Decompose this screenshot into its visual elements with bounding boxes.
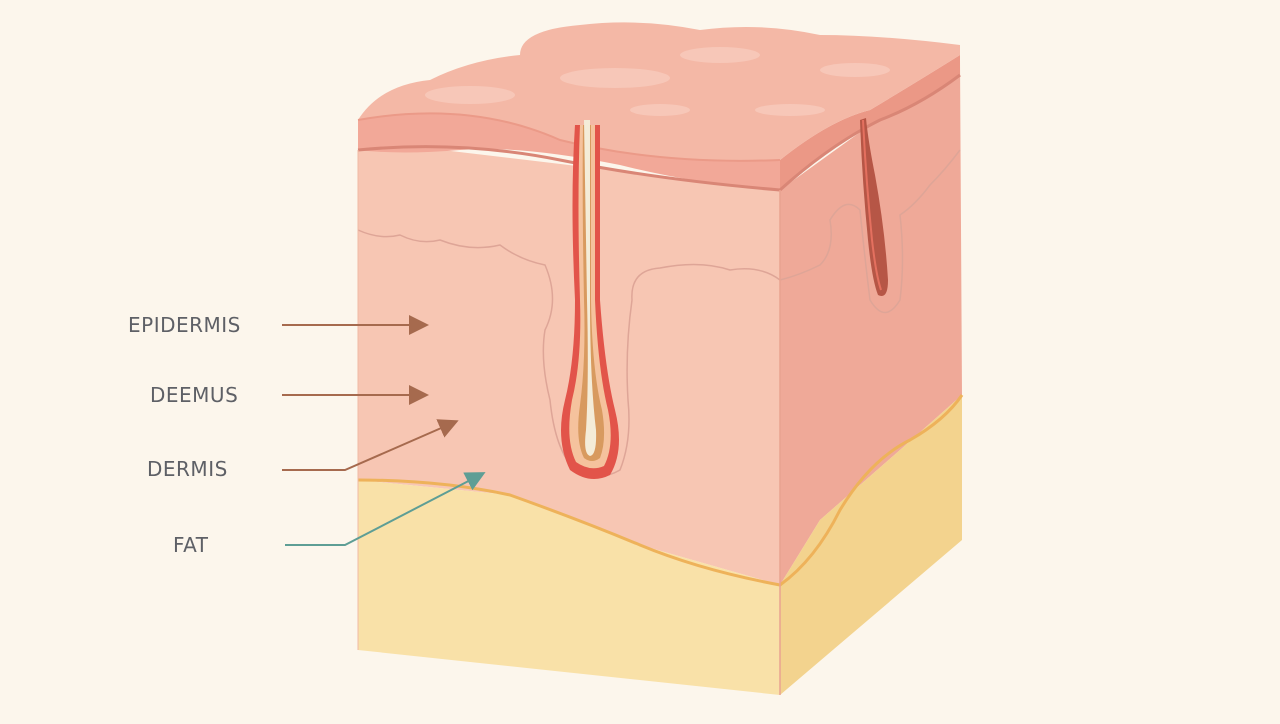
label-dermis: DERMIS [147, 457, 228, 481]
fat-arrow [285, 472, 486, 546]
surface-front-edge [357, 112, 781, 162]
label-deemus: DEEMUS [150, 383, 239, 407]
side-hair-follicle [860, 118, 888, 296]
label-fat: FAT [173, 533, 209, 557]
surface-bump [630, 104, 690, 116]
hair-shaft [584, 120, 597, 456]
epidermis-band-front [358, 113, 780, 190]
side-hair-shaft [862, 119, 882, 291]
side-face-skin [780, 60, 962, 585]
dermal-boundary-line-side [779, 149, 961, 314]
surface-bump [755, 104, 825, 116]
side-face-fat [780, 395, 962, 695]
epidermis-edge-line [357, 145, 781, 192]
label-epidermis: EPIDERMIS [128, 313, 241, 337]
skin-top-surface [358, 22, 960, 161]
dermis-arrow [282, 419, 459, 471]
surface-bump [425, 86, 515, 104]
dermal-boundary-line [357, 229, 781, 477]
epidermis-band-side [780, 55, 960, 190]
surface-bump [820, 63, 890, 77]
hair-follicle-inner [578, 125, 605, 461]
fat-boundary-line [357, 394, 964, 587]
epidermis-edge-line-side [778, 73, 961, 192]
front-face-fat [358, 480, 780, 695]
surface-bump [560, 68, 670, 88]
surface-bump [680, 47, 760, 63]
